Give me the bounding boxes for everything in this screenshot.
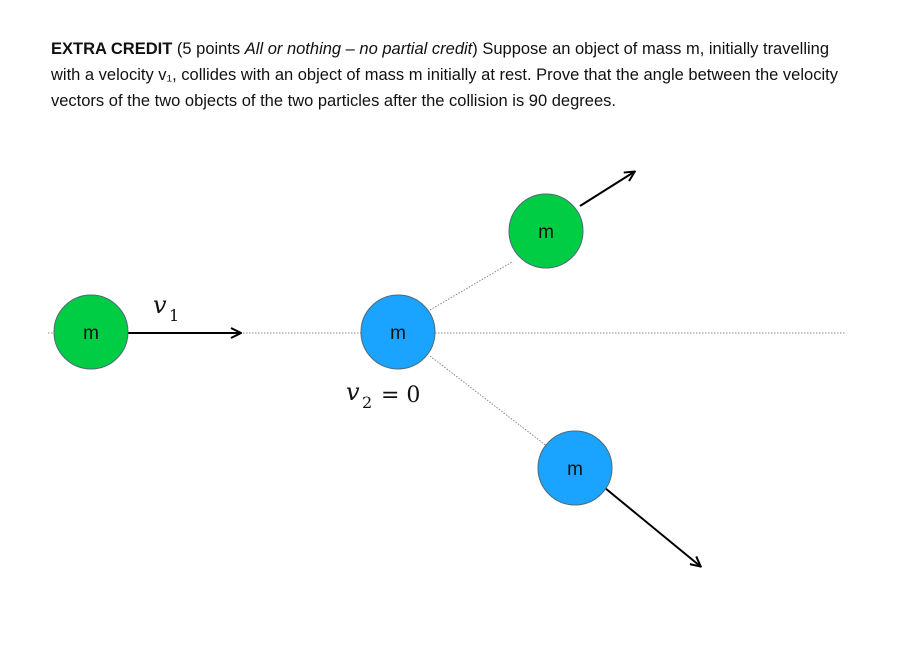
v2-subscript: 2 bbox=[362, 393, 372, 412]
scattered-lower-mass: m bbox=[537, 430, 613, 506]
v1-subscript: 1 bbox=[169, 306, 179, 325]
v1-variable: v bbox=[153, 291, 167, 319]
incoming-mass: m bbox=[53, 294, 129, 370]
problem-statement: EXTRA CREDIT (5 points All or nothing – … bbox=[51, 36, 851, 114]
scattered-upper-mass-label: m bbox=[538, 222, 554, 243]
incoming-mass-label: m bbox=[83, 323, 99, 344]
scattered-upper-mass: m bbox=[508, 193, 584, 269]
points-note: All or nothing – no partial credit bbox=[244, 40, 473, 58]
v2-variable: v bbox=[346, 378, 360, 406]
v2-label: v 2 = 0 bbox=[346, 378, 420, 412]
target-mass: m bbox=[360, 294, 436, 370]
v2-equals-zero: = 0 bbox=[381, 383, 420, 408]
lower-velocity-arrow bbox=[604, 487, 700, 566]
extra-credit-heading: EXTRA CREDIT bbox=[51, 40, 173, 58]
problem-body: Suppose an object of mass m, initially t… bbox=[51, 40, 838, 110]
lower-scatter-guide-line bbox=[429, 355, 549, 448]
upper-velocity-arrow bbox=[579, 172, 634, 207]
scattered-lower-mass-label: m bbox=[567, 459, 583, 480]
v1-label: v 1 bbox=[153, 291, 179, 325]
target-mass-label: m bbox=[390, 323, 406, 344]
upper-scatter-guide-line bbox=[429, 261, 513, 311]
points-close: ) bbox=[472, 40, 483, 58]
points-open: (5 points bbox=[172, 40, 245, 58]
